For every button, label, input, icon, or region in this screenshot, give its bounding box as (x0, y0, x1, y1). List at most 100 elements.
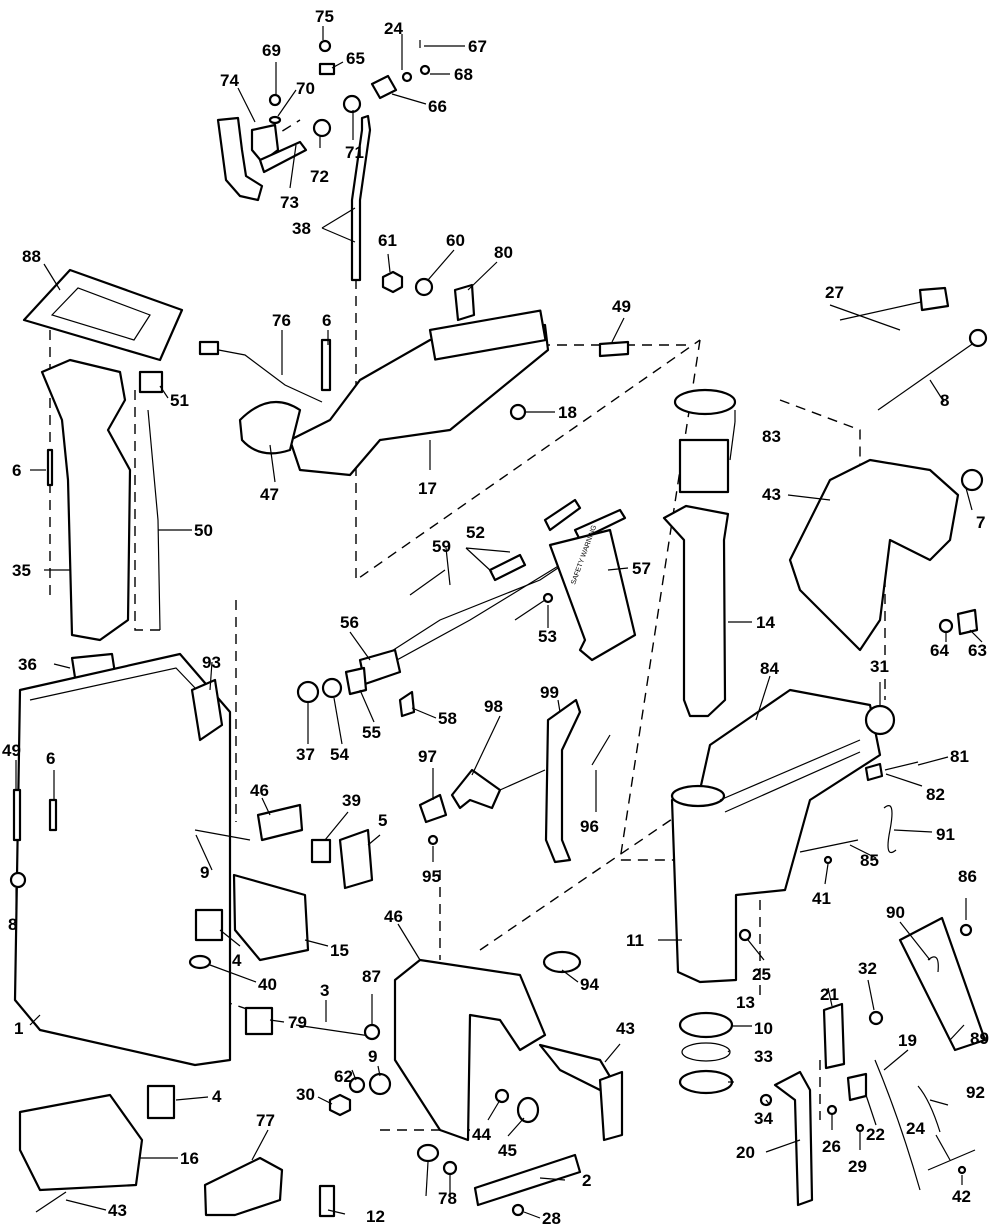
tiller-lever-assembly (216, 39, 431, 202)
screw-85 (884, 761, 919, 771)
callout-14: 12 (366, 1207, 385, 1226)
nut-39 (296, 680, 320, 704)
callout-66: 62 (334, 1067, 353, 1086)
screw-44 (35, 1191, 67, 1213)
dashed-line-steering-handle (355, 262, 701, 582)
callout-6-left: 6 (12, 461, 21, 480)
callout-12: 10 (754, 1019, 773, 1038)
mount-17 (232, 873, 310, 962)
mount-41 (310, 838, 332, 864)
screw-8 (9, 871, 27, 889)
callout-43-upper: 41 (812, 889, 831, 908)
callout-56: 52 (466, 523, 485, 542)
callout-64: 60 (446, 231, 465, 250)
swivel-bracket-hatch-2 (724, 751, 861, 813)
tilt-lever-22 (773, 1070, 814, 1207)
washer-74 (268, 115, 282, 125)
bracket-93 (898, 916, 987, 1052)
callout-36: 34 (754, 1109, 773, 1128)
screw-27 (738, 928, 752, 942)
link-70 (370, 74, 398, 100)
callout-80: 76 (272, 311, 291, 330)
callout-78: 74 (220, 71, 239, 90)
bracket-84 (453, 283, 476, 322)
callout-42: 40 (258, 975, 277, 994)
callout-41: 39 (342, 791, 361, 810)
swivel-bracket-hatch-1 (719, 739, 861, 801)
steering-handle-arm (428, 309, 547, 361)
callout-24: 22 (866, 1125, 885, 1144)
rod-29-end (918, 286, 950, 312)
callout-49: 46 (384, 907, 403, 926)
callout-100: 96 (580, 817, 599, 836)
clip-67 (956, 608, 979, 636)
nut-9 (960, 468, 984, 492)
callout-81: 77 (256, 1111, 275, 1130)
bumper-33 (864, 704, 896, 736)
pin-89 (799, 839, 859, 853)
callout-4-upper: 4 (232, 951, 242, 970)
callout-45: 43 (762, 485, 781, 504)
cable-56-a (369, 559, 571, 666)
terminal-56-top (543, 498, 582, 532)
screw-68 (938, 618, 954, 634)
clamp-bracket-49 (393, 958, 547, 1142)
washer-66 (348, 1076, 366, 1094)
bolt-100 (591, 734, 611, 766)
bolt-10-head (968, 328, 988, 348)
bushing-87-top (673, 388, 737, 416)
callout-95: 91 (936, 825, 955, 844)
gasket-92-inner (50, 287, 151, 341)
callout-54: 50 (194, 521, 213, 540)
cable-80 (207, 347, 323, 403)
callout-15: 13 (736, 993, 755, 1012)
callout-31: 29 (848, 1157, 867, 1176)
callout-44: 43 (108, 1201, 127, 1220)
screw-31 (855, 1123, 865, 1133)
bracket-5 (338, 828, 374, 890)
washer-14-disc (416, 1143, 440, 1163)
callout-32: 30 (296, 1085, 315, 1104)
callout-53: 49 (612, 297, 631, 316)
callout-6-top: 6 (322, 311, 331, 330)
callout-43-lower: 42 (952, 1187, 971, 1206)
pin-23 (822, 1002, 846, 1070)
washer-34 (868, 1010, 884, 1026)
callout-numbers: 75 24 67 68 69 65 70 74 66 71 72 73 38 6… (2, 7, 989, 1228)
dashed-line-tube-54 (134, 390, 160, 631)
tube-97 (190, 678, 224, 742)
plate-50 (256, 803, 304, 842)
screw-72 (419, 64, 431, 76)
water-tube-54 (147, 409, 161, 631)
callout-23: 21 (820, 985, 839, 1004)
leader-lines (15, 26, 983, 1219)
screw-6-top (320, 338, 332, 392)
callout-38: 36 (18, 655, 37, 674)
callout-21: 19 (898, 1031, 917, 1050)
callout-11: 9 (368, 1047, 377, 1066)
callout-97: 93 (202, 653, 221, 672)
callout-79: 75 (315, 7, 334, 26)
washer-98 (542, 950, 582, 974)
callout-92: 88 (22, 247, 41, 266)
link-102 (450, 768, 502, 810)
wire-63 (409, 569, 446, 596)
dashed-line-bracket-49 (479, 799, 701, 951)
steering-handle-19 (288, 309, 550, 477)
callout-1: 1 (14, 1019, 23, 1038)
wire-57 (514, 599, 546, 621)
callout-27: 25 (752, 965, 771, 984)
swivel-bracket-body (670, 688, 882, 984)
gasket-92 (22, 268, 184, 362)
nut-65 (381, 270, 404, 294)
callout-65: 61 (378, 231, 397, 250)
midsection-housing-1 (13, 652, 232, 1067)
screw-6-mid (48, 798, 58, 832)
steering-tube-16 (662, 504, 730, 718)
callout-87: 83 (762, 427, 781, 446)
callout-60: 56 (340, 613, 359, 632)
callout-103: 99 (540, 683, 559, 702)
exhaust-housing-37 (40, 358, 132, 642)
grommet-55 (138, 370, 164, 394)
screw-30 (511, 1203, 525, 1217)
